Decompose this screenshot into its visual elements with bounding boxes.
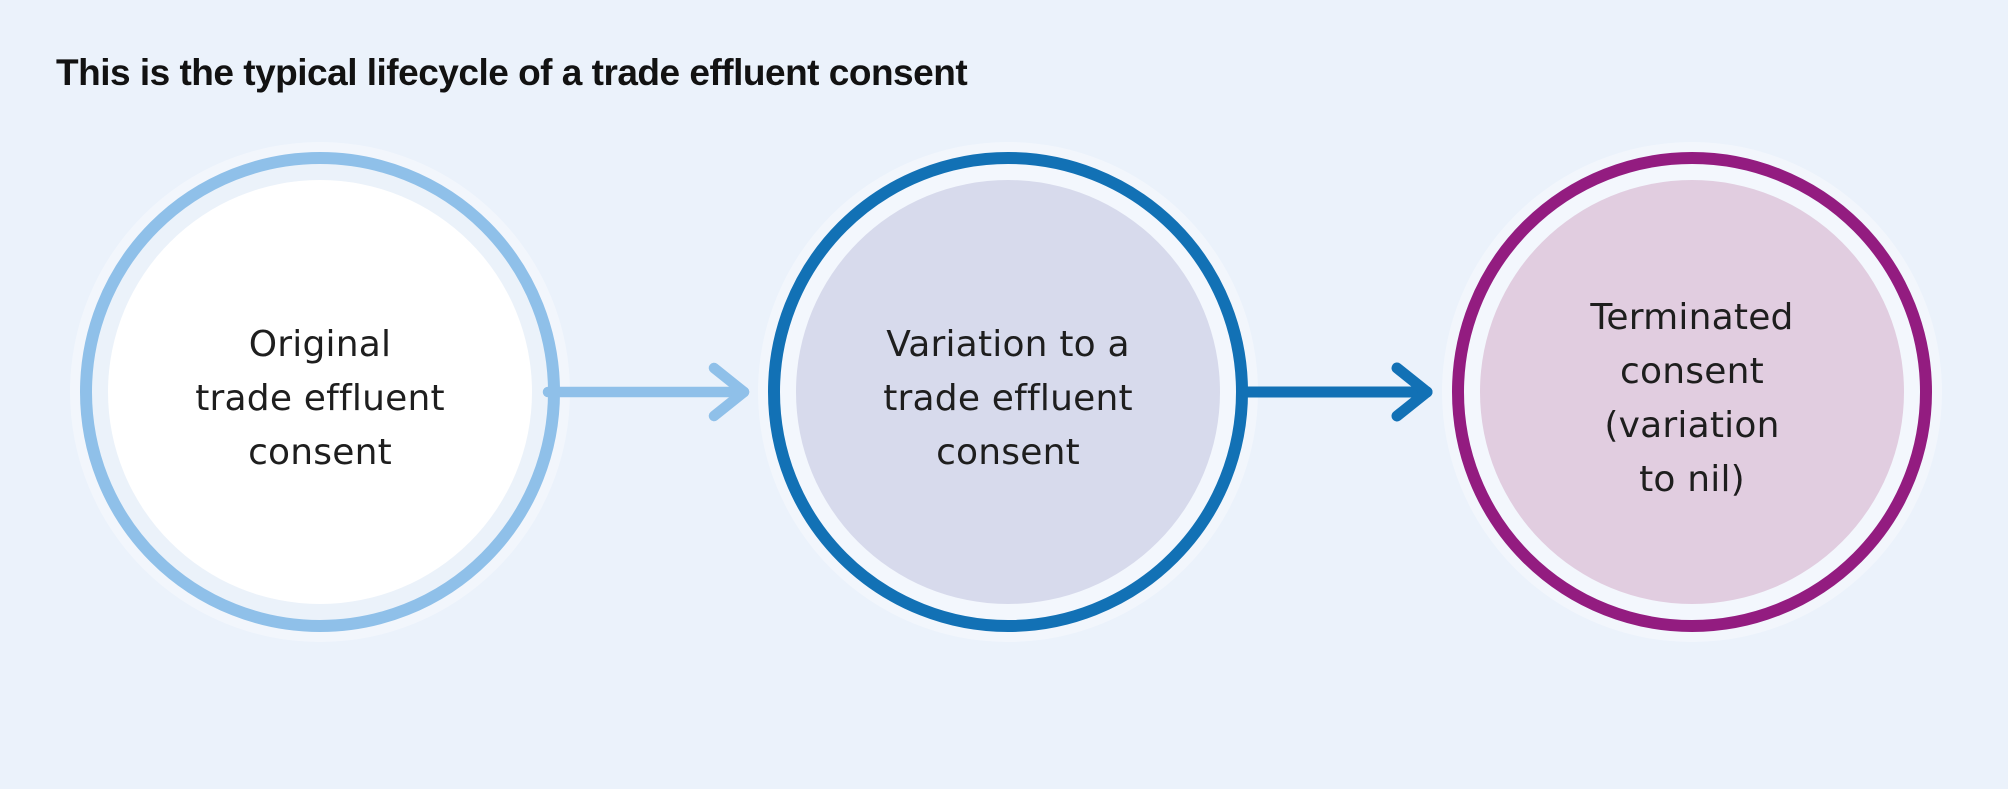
- node-original-consent-fill: Original trade effluent consent: [108, 180, 532, 604]
- label-line: (variation: [1604, 405, 1780, 446]
- node-terminated-consent-fill: Terminated consent (variation to nil): [1480, 180, 1904, 604]
- node-original-consent: Original trade effluent consent: [80, 152, 560, 632]
- arrow-original-to-variation-icon: [542, 362, 750, 422]
- node-variation-consent-label: Variation to a trade effluent consent: [883, 318, 1133, 480]
- label-line: Original: [248, 324, 392, 365]
- label-line: consent: [1620, 351, 1764, 392]
- label-line: to nil): [1639, 459, 1745, 500]
- arrow-variation-to-terminated-icon: [1240, 362, 1433, 422]
- node-variation-consent-fill: Variation to a trade effluent consent: [796, 180, 1220, 604]
- node-terminated-consent-label: Terminated consent (variation to nil): [1590, 291, 1793, 507]
- label-line: trade effluent: [883, 378, 1133, 419]
- node-variation-consent: Variation to a trade effluent consent: [768, 152, 1248, 632]
- label-line: consent: [936, 432, 1080, 473]
- diagram-title: This is the typical lifecycle of a trade…: [56, 52, 968, 93]
- label-line: Terminated: [1590, 297, 1794, 338]
- node-terminated-consent: Terminated consent (variation to nil): [1452, 152, 1932, 632]
- label-line: Variation to a: [886, 324, 1130, 365]
- node-original-consent-label: Original trade effluent consent: [195, 318, 445, 480]
- label-line: consent: [248, 432, 392, 473]
- label-line: trade effluent: [195, 378, 445, 419]
